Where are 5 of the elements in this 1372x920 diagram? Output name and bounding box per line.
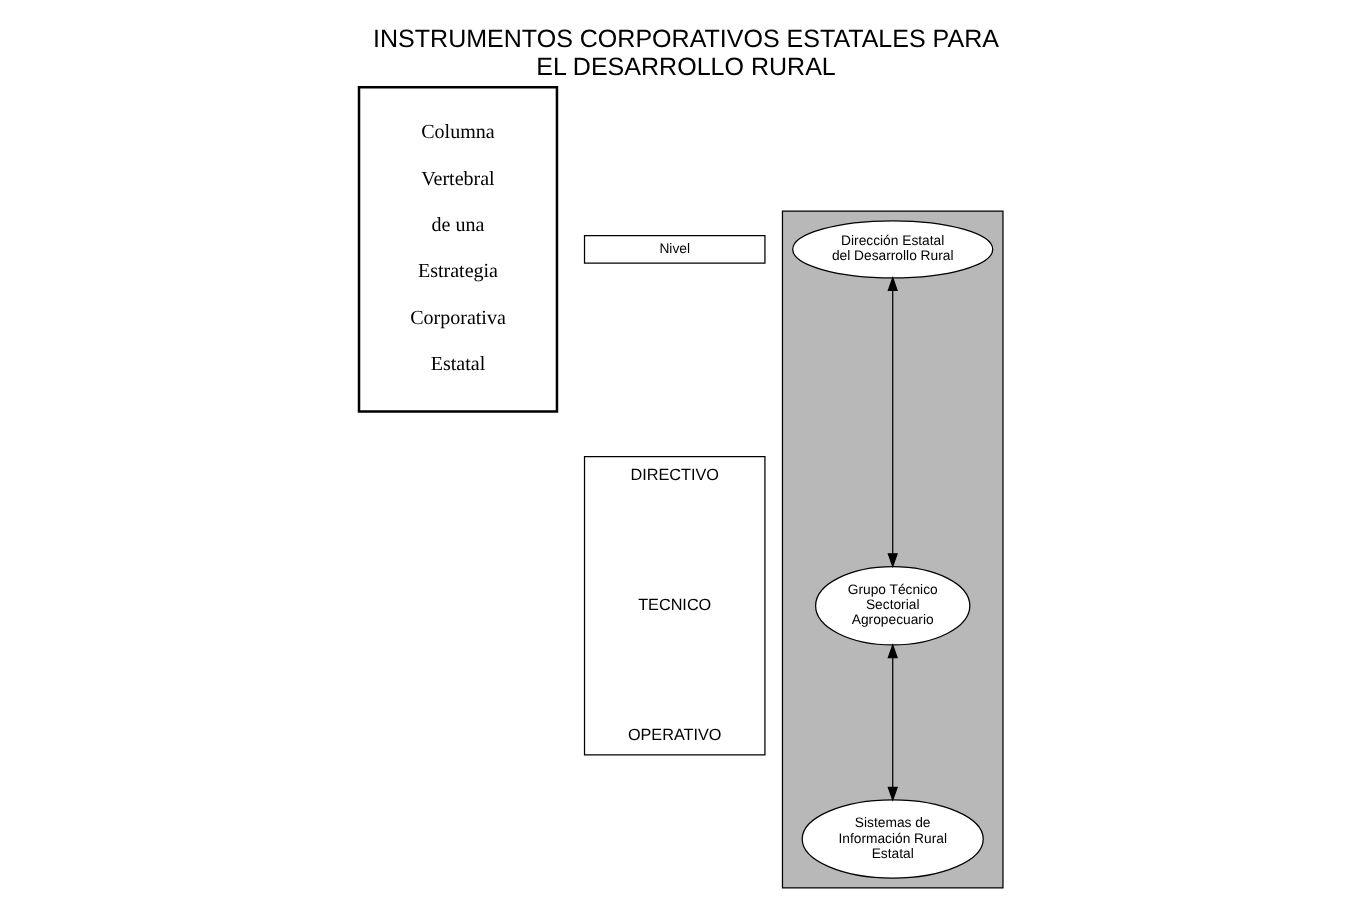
arrow — [887, 275, 898, 569]
cluster — [781, 210, 1004, 889]
arrow — [887, 643, 898, 802]
node-box: Columna Vertebral de una Estrategia Corporativa Estatal — [357, 85, 559, 413]
diagram-title: INSTRUMENTOS CORPORATIVOS ESTATALES PARA EL DESARROLLO RURAL — [373, 25, 999, 81]
